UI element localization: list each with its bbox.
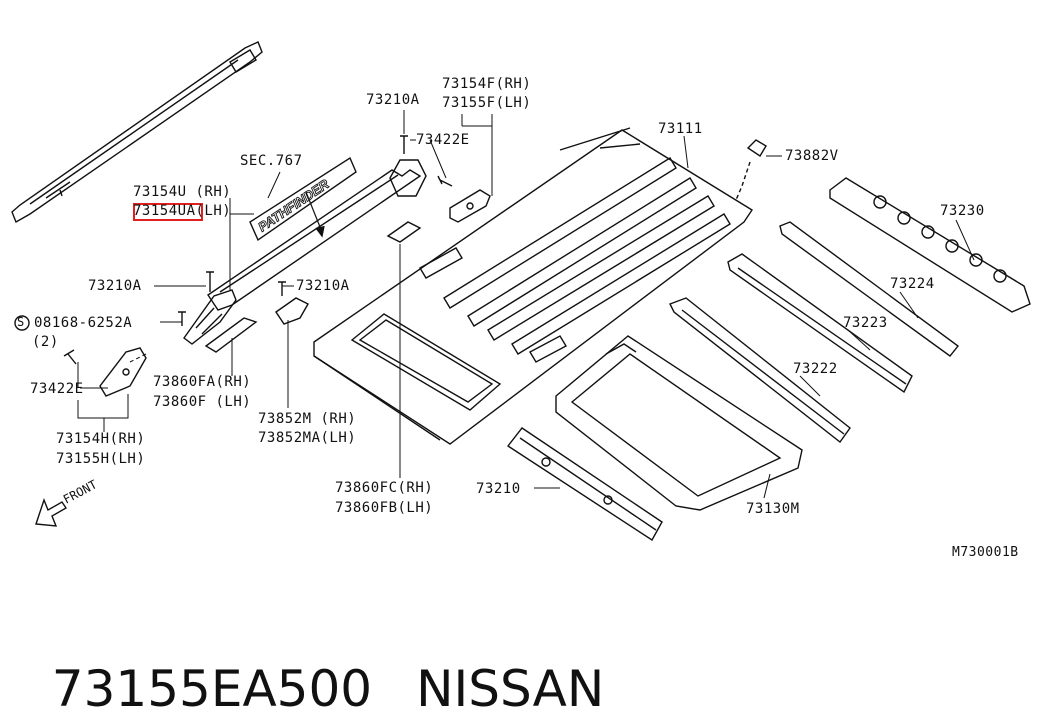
label-73860fb-lh[interactable]: 73860FB(LH) bbox=[335, 500, 434, 516]
front-roof-header-part[interactable] bbox=[508, 428, 662, 540]
label-73154ua-lh[interactable]: 73154UA(LH) bbox=[133, 203, 232, 219]
label-73154f-rh[interactable]: 73154F(RH) bbox=[442, 76, 532, 92]
leader-lines bbox=[78, 110, 974, 498]
footer-caption: 73155EA500 NISSAN bbox=[20, 596, 648, 720]
label-73223[interactable]: 73223 bbox=[843, 315, 888, 331]
side-roof-rail-part[interactable] bbox=[184, 160, 426, 344]
label-qty-2: (2) bbox=[32, 334, 59, 350]
label-73230[interactable]: 73230 bbox=[940, 203, 985, 219]
label-08168-6252a[interactable]: 08168-6252A bbox=[34, 315, 133, 331]
diagram-code: M730001B bbox=[952, 545, 1019, 560]
front-direction-arrow bbox=[36, 500, 66, 526]
roof-panel-part[interactable] bbox=[314, 128, 752, 444]
label-73422e-left[interactable]: 73422E bbox=[30, 381, 84, 397]
screw-symbol-s: S bbox=[17, 315, 25, 329]
pathfinder-badge-part[interactable] bbox=[250, 158, 356, 240]
clip-parts[interactable] bbox=[206, 222, 420, 352]
label-73130m[interactable]: 73130M bbox=[746, 501, 800, 517]
label-73210a-left[interactable]: 73210A bbox=[88, 278, 142, 294]
label-73155h-lh[interactable]: 73155H(LH) bbox=[56, 451, 146, 467]
roof-rail-left-part[interactable] bbox=[12, 42, 262, 222]
sunroof-frame-part[interactable] bbox=[556, 336, 802, 510]
footer-brand: NISSAN bbox=[416, 660, 605, 718]
rail-end-cap-front-part[interactable] bbox=[100, 348, 146, 396]
roof-bow-parts[interactable] bbox=[670, 222, 958, 442]
label-73852ma-lh[interactable]: 73852MA(LH) bbox=[258, 430, 357, 446]
front-label: FRONT bbox=[61, 477, 99, 506]
label-sec-767[interactable]: SEC.767 bbox=[240, 153, 303, 169]
roof-clip-part[interactable] bbox=[736, 140, 766, 200]
screw-symbol-circle bbox=[15, 316, 29, 330]
roof-parts-diagram: PATHFINDER bbox=[0, 0, 1045, 590]
footer-part-number: 73155EA500 bbox=[51, 660, 373, 718]
label-73852m-rh[interactable]: 73852M (RH) bbox=[258, 411, 357, 427]
label-73882v[interactable]: 73882V bbox=[785, 148, 839, 164]
label-73222[interactable]: 73222 bbox=[793, 361, 838, 377]
label-73154u-rh[interactable]: 73154U (RH) bbox=[133, 184, 232, 200]
label-73860fa-rh[interactable]: 73860FA(RH) bbox=[153, 374, 252, 390]
label-73860fc-rh[interactable]: 73860FC(RH) bbox=[335, 480, 434, 496]
label-73210a-top[interactable]: 73210A bbox=[366, 92, 420, 108]
highlight-box bbox=[133, 203, 203, 221]
label-73111[interactable]: 73111 bbox=[658, 121, 703, 137]
rail-bracket-rear-part[interactable] bbox=[450, 190, 490, 222]
label-73210a-mid[interactable]: 73210A bbox=[296, 278, 350, 294]
screw-parts[interactable] bbox=[64, 136, 452, 364]
rear-roof-header-part[interactable] bbox=[830, 178, 1030, 312]
label-73155f-lh[interactable]: 73155F(LH) bbox=[442, 95, 532, 111]
label-73860f-lh[interactable]: 73860F (LH) bbox=[153, 394, 252, 410]
label-73210[interactable]: 73210 bbox=[476, 481, 521, 497]
label-73154h-rh[interactable]: 73154H(RH) bbox=[56, 431, 146, 447]
label-73224[interactable]: 73224 bbox=[890, 276, 935, 292]
label-73422e-top[interactable]: 73422E bbox=[416, 132, 470, 148]
